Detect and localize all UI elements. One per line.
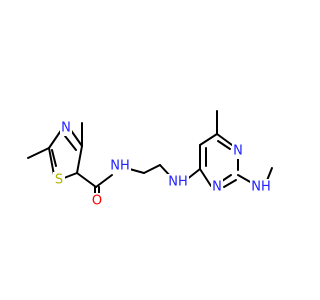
bond — [199, 133, 218, 146]
bond — [237, 174, 253, 184]
bond — [217, 140, 231, 150]
bond — [63, 172, 78, 179]
thiazole-sulfur: S — [53, 172, 65, 188]
bond — [221, 174, 232, 182]
bond — [95, 174, 113, 188]
linker-amine-nitrogen: NH — [167, 174, 189, 190]
bond — [48, 147, 55, 176]
bond — [216, 133, 233, 146]
bond — [76, 172, 97, 188]
atom-label: NH — [110, 159, 130, 174]
bond — [27, 147, 50, 159]
atom-label: N — [61, 121, 71, 136]
carbonyl-oxygen: O — [91, 193, 103, 209]
bond — [223, 179, 237, 188]
atom-label: N — [233, 144, 243, 159]
amide-nitrogen: NH — [109, 158, 131, 174]
bond — [48, 128, 63, 149]
thiazole-nitrogen: N — [60, 120, 72, 136]
atom-label: O — [92, 194, 102, 209]
atom-label: NH — [251, 180, 271, 195]
pyrimidine-nitrogen-bottom: N — [211, 179, 223, 195]
atom-labels: N S O NH NH N N NH — [53, 120, 272, 209]
molecule-structure: N S O NH NH N N NH — [27, 110, 273, 209]
bond — [64, 135, 77, 151]
pyrimidine-nitrogen-top: N — [232, 143, 244, 159]
bond — [51, 149, 57, 167]
atom-label: S — [55, 173, 63, 188]
atom-label: N — [212, 180, 222, 195]
bonds — [27, 110, 273, 194]
bond — [199, 168, 212, 187]
bond — [143, 164, 161, 174]
bond — [76, 145, 83, 174]
atom-label: NH — [168, 175, 188, 190]
ethylamine-nitrogen: NH — [250, 179, 272, 195]
